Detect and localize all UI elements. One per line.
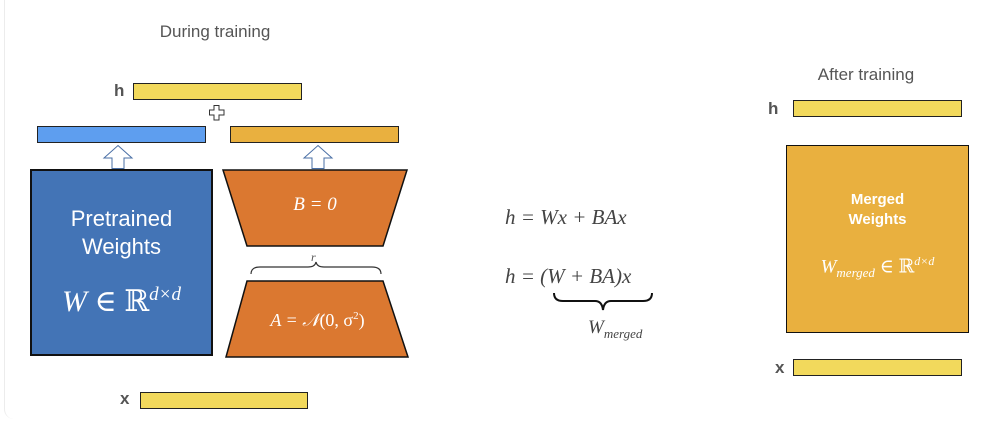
pretrained-label-line2: Weights — [81, 234, 162, 259]
merged-weights-block: Merged Weights Wmerged ∈ ℝd×d — [786, 145, 969, 333]
merged-label-line2: Weights — [848, 211, 907, 228]
up-arrow-icon — [102, 144, 134, 169]
merged-brace-label: Wmerged — [588, 317, 643, 341]
merged-brace — [553, 292, 653, 311]
h-output-vector — [793, 100, 962, 117]
after-training-title: After training — [817, 65, 915, 84]
x-input-vector — [140, 392, 308, 409]
h-output-vector — [133, 83, 302, 100]
h-label: h — [768, 99, 779, 118]
rank-label: r — [311, 250, 316, 264]
panel-frame — [4, 0, 993, 419]
merged-label-line1: Merged — [850, 191, 905, 208]
matrix-B-label: B = 0 — [293, 194, 337, 215]
merged-formula: Wmerged ∈ ℝd×d — [820, 254, 935, 281]
rank-brace — [250, 261, 382, 275]
equation-2: h = (W + BA)x — [505, 264, 632, 288]
plus-icon — [209, 105, 225, 121]
during-training-title: During training — [159, 22, 271, 41]
matrix-A-trapezoid — [225, 280, 410, 358]
x-label: x — [775, 358, 785, 377]
pretrained-output-vector — [37, 126, 206, 143]
x-label: x — [120, 389, 130, 408]
up-arrow-icon — [302, 144, 334, 169]
h-label: h — [114, 81, 125, 100]
equation-1: h = Wx + BAx — [505, 205, 627, 229]
pretrained-weights-block: Pretrained Weights W ∈ ℝd×d — [30, 169, 213, 356]
x-input-vector — [793, 359, 962, 376]
pretrained-label-line1: Pretrained — [70, 206, 173, 231]
adapter-output-vector — [230, 126, 399, 143]
matrix-B-trapezoid — [221, 169, 409, 247]
matrix-A-label: A = 𝒩(0, σ2) — [270, 310, 365, 330]
pretrained-formula: W ∈ ℝd×d — [62, 284, 181, 318]
